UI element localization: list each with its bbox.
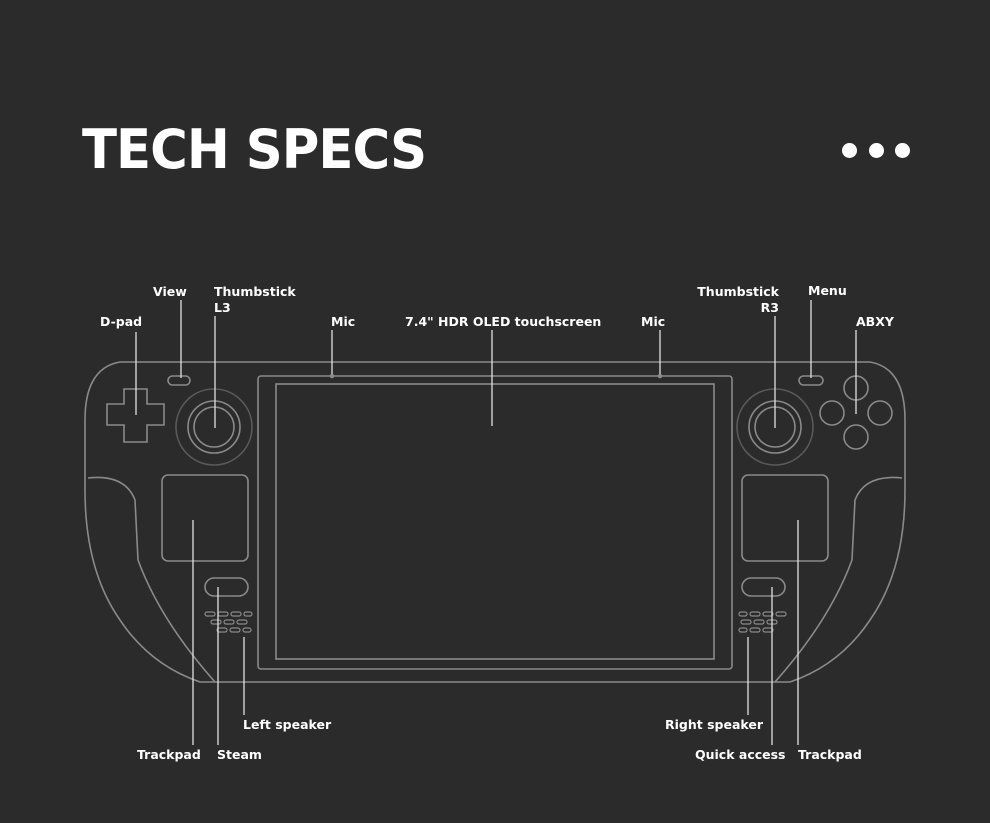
steam-button-icon <box>204 577 249 597</box>
label-view: View <box>153 284 187 299</box>
label-thumbstick-left: Thumbstick <box>214 284 296 299</box>
label-thumbstick-right-sub: R3 <box>760 300 779 315</box>
left-mic-dot <box>329 373 335 379</box>
label-trackpad-right: Trackpad <box>798 747 862 762</box>
label-abxy: ABXY <box>856 314 894 329</box>
left-trackpad-icon <box>161 474 249 562</box>
left-speaker-grille <box>204 611 253 633</box>
view-button-icon <box>167 375 191 386</box>
dot-icon <box>895 142 910 158</box>
label-dpad: D-pad <box>100 314 143 329</box>
device-body-outline <box>84 361 906 683</box>
right-speaker-grille <box>738 611 787 633</box>
page-title: TECH SPECS <box>82 118 427 181</box>
screen-bezel <box>257 375 733 670</box>
label-left-speaker: Left speaker <box>243 717 332 732</box>
quick-access-button-icon <box>741 577 786 597</box>
dot-icon <box>842 142 857 158</box>
label-steam: Steam <box>217 747 262 762</box>
screen-display <box>275 383 715 660</box>
label-right-speaker: Right speaker <box>665 717 764 732</box>
label-mic-left: Mic <box>331 314 356 329</box>
right-grip-outline <box>774 476 903 683</box>
x-button-icon <box>819 400 845 426</box>
left-thumbstick-ring <box>175 388 253 466</box>
right-trackpad-icon <box>741 474 829 562</box>
label-quick-access: Quick access <box>695 747 786 762</box>
right-mic-dot <box>657 373 663 379</box>
left-thumbstick-inner <box>193 406 235 448</box>
label-screen: 7.4" HDR OLED touchscreen <box>405 314 602 329</box>
b-button-icon <box>867 400 893 426</box>
label-thumbstick-right: Thumbstick <box>697 284 779 299</box>
more-options-icon[interactable] <box>842 138 910 162</box>
left-thumbstick-outer <box>187 400 241 454</box>
label-thumbstick-left-sub: L3 <box>214 300 231 315</box>
label-mic-right: Mic <box>641 314 666 329</box>
dpad-icon <box>106 388 165 443</box>
dot-icon <box>868 142 884 158</box>
label-menu: Menu <box>808 283 847 298</box>
label-trackpad-left: Trackpad <box>137 747 201 762</box>
left-grip-outline <box>87 476 216 683</box>
a-button-icon <box>843 424 869 450</box>
callout-lines <box>135 300 857 745</box>
